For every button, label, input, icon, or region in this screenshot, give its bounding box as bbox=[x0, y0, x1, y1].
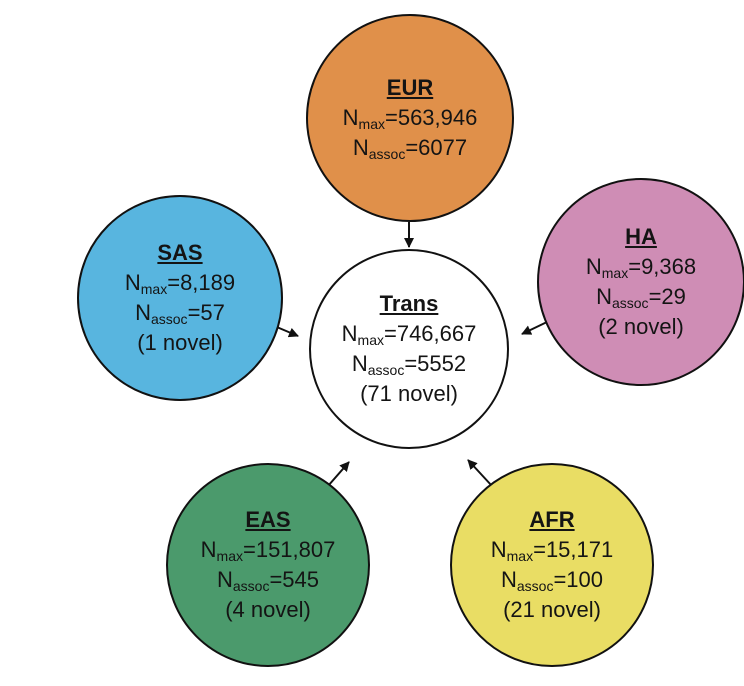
node-sas: SAS Nmax=8,189 Nassoc=57 (1 novel) bbox=[77, 195, 283, 401]
nmax-line: Nmax=563,946 bbox=[342, 105, 478, 132]
nassoc-line: Nassoc=6077 bbox=[352, 135, 468, 162]
novel-count: (2 novel) bbox=[598, 314, 684, 339]
node-title: AFR bbox=[529, 507, 575, 532]
arrow-afr-to-trans bbox=[467, 459, 493, 487]
novel-count: (21 novel) bbox=[503, 597, 601, 622]
nmax-line: Nmax=151,807 bbox=[200, 537, 336, 564]
nmax-line: Nmax=8,189 bbox=[124, 270, 236, 297]
nmax-line: Nmax=746,667 bbox=[341, 321, 477, 348]
node-ha: HA Nmax=9,368 Nassoc=29 (2 novel) bbox=[537, 178, 744, 386]
node-eur: EUR Nmax=563,946 Nassoc=6077 bbox=[306, 14, 514, 222]
nassoc-line: Nassoc=29 bbox=[596, 284, 686, 311]
node-trans: Trans Nmax=746,667 Nassoc=5552 (71 novel… bbox=[309, 249, 509, 449]
node-afr: AFR Nmax=15,171 Nassoc=100 (21 novel) bbox=[450, 463, 654, 667]
novel-count: (71 novel) bbox=[360, 381, 458, 406]
arrow-ha-to-trans bbox=[521, 321, 548, 335]
node-title: SAS bbox=[157, 240, 203, 265]
nassoc-line: Nassoc=57 bbox=[135, 300, 225, 327]
nassoc-line: Nassoc=100 bbox=[500, 567, 604, 594]
node-title: EUR bbox=[386, 75, 434, 100]
node-eas: EAS Nmax=151,807 Nassoc=545 (4 novel) bbox=[166, 463, 370, 667]
node-title: EAS bbox=[245, 507, 291, 532]
nmax-line: Nmax=9,368 bbox=[585, 254, 697, 281]
nassoc-line: Nassoc=545 bbox=[216, 567, 320, 594]
node-title: Trans bbox=[379, 291, 439, 316]
novel-count: (1 novel) bbox=[137, 330, 223, 355]
novel-count: (4 novel) bbox=[225, 597, 311, 622]
nmax-line: Nmax=15,171 bbox=[490, 537, 614, 564]
arrow-eas-to-trans bbox=[327, 461, 350, 487]
nassoc-line: Nassoc=5552 bbox=[351, 351, 467, 378]
node-title: HA bbox=[625, 224, 657, 249]
